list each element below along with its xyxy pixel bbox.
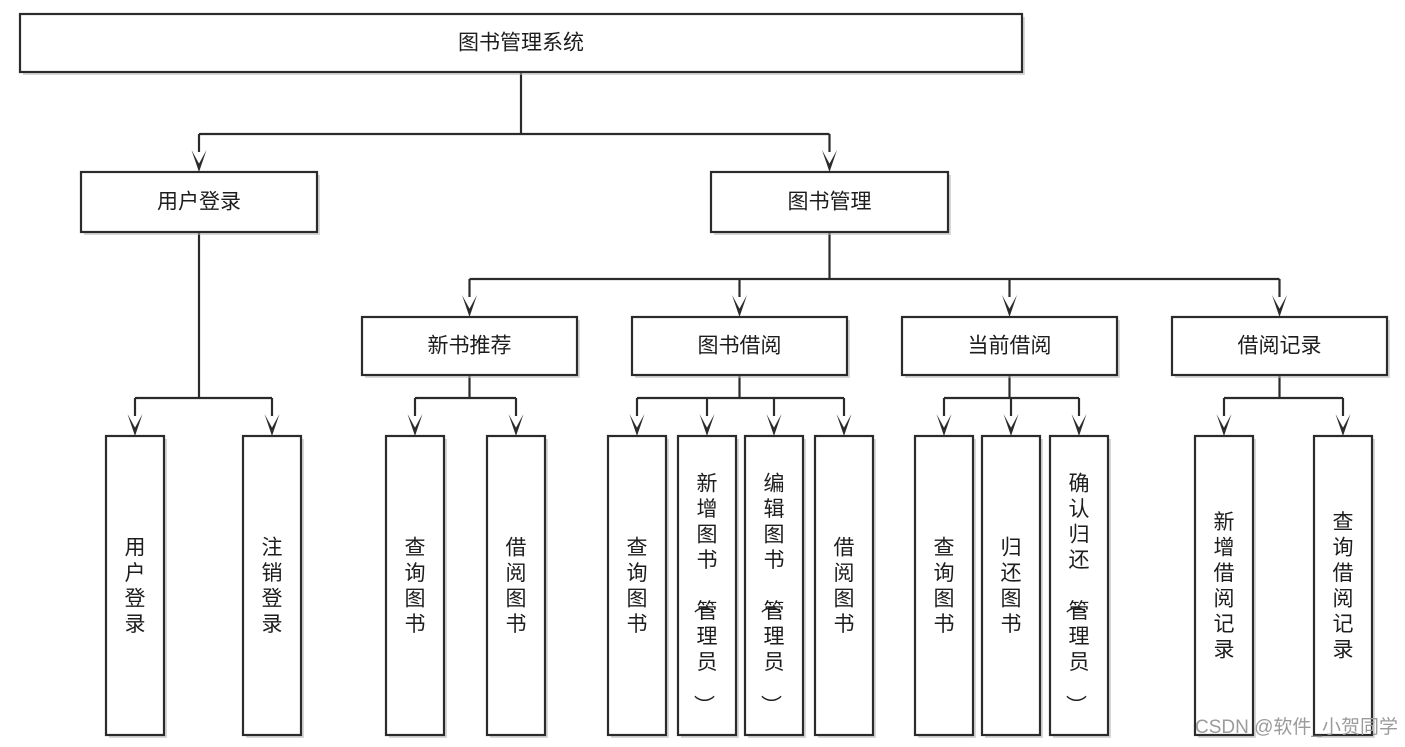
node-box-leaf-cur-confirm: [1048, 434, 1110, 737]
node-box-leaf-rec-query: [384, 434, 446, 737]
node-label-leaf-user-login: 用户登录: [125, 536, 146, 636]
node-label-new-book-rec: 新书推荐: [428, 335, 512, 358]
node-leaf-logout[interactable]: 注销登录: [241, 434, 304, 738]
node-current-borrow[interactable]: 当前借阅: [900, 315, 1120, 378]
node-box-user-login: [79, 170, 319, 234]
node-leaf-cur-confirm[interactable]: 确认归还（管理员）: [1048, 434, 1111, 738]
node-label-leaf-borrow-query: 查询图书: [627, 536, 648, 636]
node-box-leaf-logout: [241, 434, 303, 737]
node-leaf-rec-add[interactable]: 新增借阅记录: [1193, 434, 1256, 738]
node-leaf-borrow-add[interactable]: 新增图书（管理员）: [676, 434, 739, 738]
node-leaf-cur-query[interactable]: 查询图书: [913, 434, 976, 738]
node-label-user-login: 用户登录: [157, 191, 241, 214]
node-box-book-manage: [709, 170, 950, 234]
node-box-leaf-rec-borrow: [485, 434, 547, 737]
node-leaf-borrow-query[interactable]: 查询图书: [606, 434, 669, 738]
node-box-borrow-record: [1170, 315, 1389, 377]
node-box-leaf-borrow-add: [676, 434, 738, 737]
node-label-leaf-cur-confirm: 确认归还（管理员）: [1064, 473, 1090, 716]
node-label-root: 图书管理系统: [458, 32, 584, 55]
edges-layer: [127, 72, 1351, 436]
node-box-new-book-rec: [360, 315, 579, 377]
node-box-leaf-borrow-query: [606, 434, 668, 737]
node-box-leaf-rec-query2: [1312, 434, 1374, 737]
node-leaf-rec-borrow[interactable]: 借阅图书: [485, 434, 548, 738]
node-box-leaf-borrow-lend: [813, 434, 875, 737]
node-box-book-borrow: [630, 315, 849, 377]
csdn-watermark: CSDN @软件_小贺同学: [1195, 716, 1398, 738]
node-box-root: [18, 12, 1024, 74]
node-box-leaf-cur-return: [980, 434, 1042, 737]
node-box-leaf-rec-add: [1193, 434, 1255, 737]
node-label-leaf-cur-return: 归还图书: [1001, 536, 1022, 636]
node-leaf-rec-query[interactable]: 查询图书: [384, 434, 447, 738]
node-box-leaf-cur-query: [913, 434, 975, 737]
node-user-login[interactable]: 用户登录: [79, 170, 320, 235]
node-label-book-borrow: 图书借阅: [698, 335, 782, 358]
node-label-leaf-rec-borrow: 借阅图书: [506, 536, 527, 636]
node-label-book-manage: 图书管理: [788, 191, 872, 214]
node-label-leaf-cur-query: 查询图书: [934, 536, 955, 636]
node-box-leaf-user-login: [104, 434, 166, 737]
node-label-leaf-rec-query2: 查询借阅记录: [1333, 511, 1354, 662]
node-label-leaf-borrow-lend: 借阅图书: [834, 536, 855, 636]
node-box-leaf-borrow-edit: [743, 434, 805, 737]
node-leaf-rec-query2[interactable]: 查询借阅记录: [1312, 434, 1375, 738]
nodes-layer: 图书管理系统用户登录图书管理新书推荐图书借阅当前借阅借阅记录用户登录注销登录查询…: [18, 12, 1390, 738]
node-label-leaf-rec-query: 查询图书: [405, 536, 426, 636]
node-label-leaf-rec-add: 新增借阅记录: [1214, 511, 1235, 662]
node-box-current-borrow: [900, 315, 1119, 377]
node-new-book-rec[interactable]: 新书推荐: [360, 315, 580, 378]
node-label-current-borrow: 当前借阅: [968, 335, 1052, 358]
node-leaf-cur-return[interactable]: 归还图书: [980, 434, 1043, 738]
node-leaf-user-login[interactable]: 用户登录: [104, 434, 167, 738]
node-leaf-borrow-lend[interactable]: 借阅图书: [813, 434, 876, 738]
node-label-borrow-record: 借阅记录: [1238, 335, 1322, 358]
node-root[interactable]: 图书管理系统: [18, 12, 1025, 75]
node-label-leaf-logout: 注销登录: [262, 536, 283, 636]
node-book-manage[interactable]: 图书管理: [709, 170, 951, 235]
node-book-borrow[interactable]: 图书借阅: [630, 315, 850, 378]
node-label-leaf-borrow-edit: 编辑图书（管理员）: [759, 473, 785, 716]
node-label-leaf-borrow-add: 新增图书（管理员）: [692, 473, 718, 716]
node-leaf-borrow-edit[interactable]: 编辑图书（管理员）: [743, 434, 806, 738]
node-borrow-record[interactable]: 借阅记录: [1170, 315, 1390, 378]
